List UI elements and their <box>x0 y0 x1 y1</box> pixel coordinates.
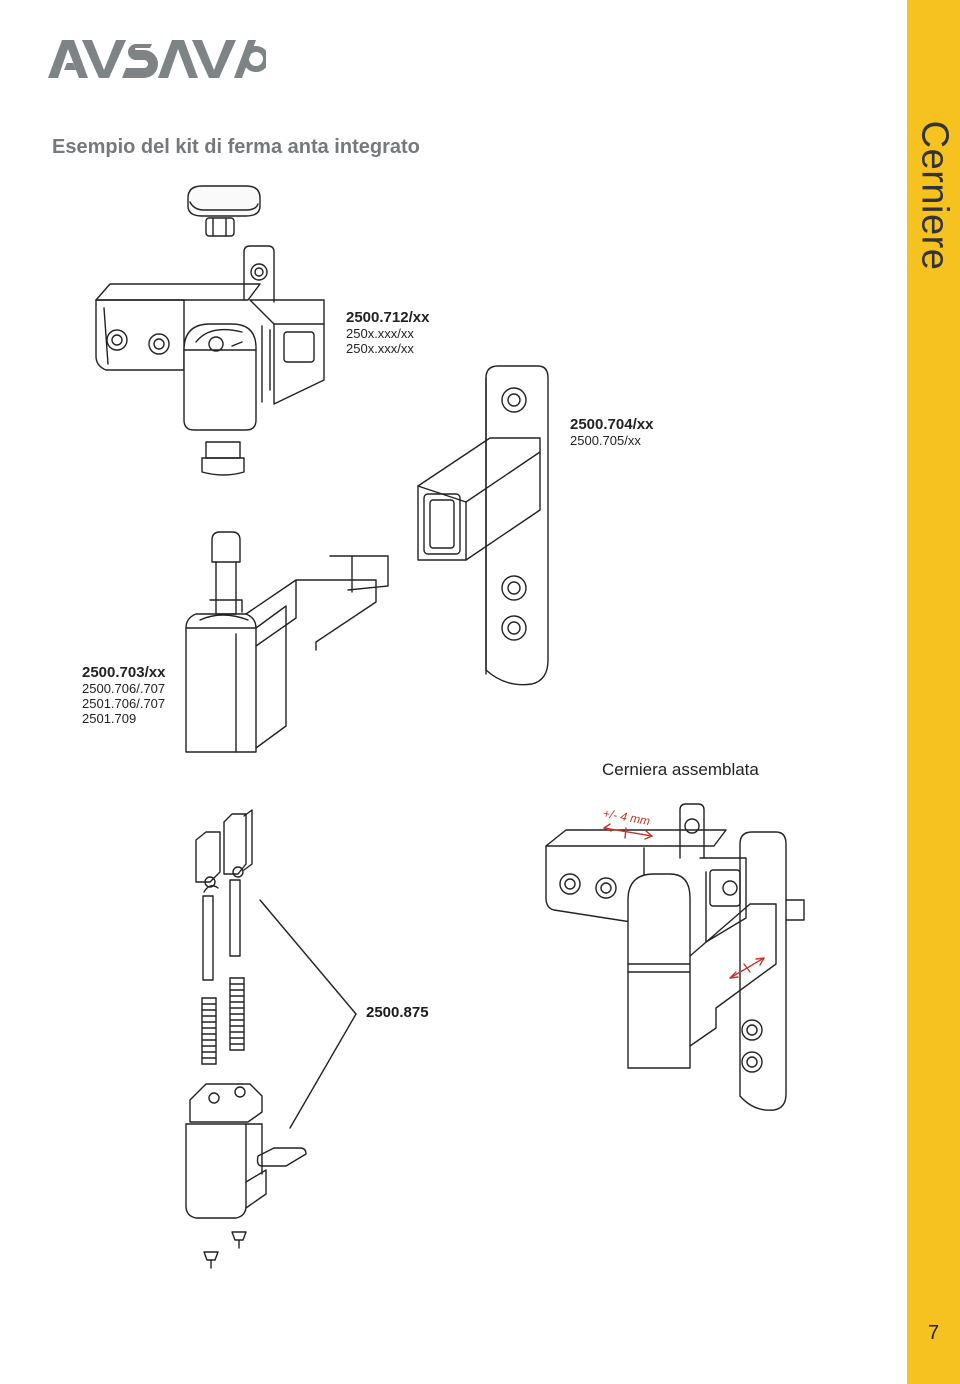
side-section-title: Cerniere <box>907 115 960 275</box>
kit-exploded-drawing <box>185 809 357 1269</box>
part-label-2500-704: 2500.704/xx 2500.705/xx <box>570 416 653 448</box>
side-section-title-text: Cerniere <box>913 120 956 270</box>
part-code-sub: 2501.706/.707 <box>82 696 166 711</box>
part-code-main: 2500.704/xx <box>570 416 654 433</box>
savio-logo <box>48 40 266 78</box>
part-label-2500-712: 2500.712/xx 250x.xxx/xx 250x.xxx/xx <box>346 309 429 356</box>
hinge-pin-part-drawing <box>185 531 389 753</box>
assembled-hinge-drawing <box>545 803 805 1111</box>
part-label-2500-703: 2500.703/xx 2500.706/.707 2501.706/.707 … <box>82 664 165 726</box>
kit-code-label: 2500.875 <box>366 1004 429 1021</box>
page-number: 7 <box>927 1322 940 1344</box>
part-code-sub: 250x.xxx/xx <box>346 326 414 341</box>
part-code-sub: 250x.xxx/xx <box>346 341 414 356</box>
technical-drawings <box>95 185 805 1269</box>
assembled-hinge-caption: Cerniera assemblata <box>602 760 759 779</box>
hinge-top-part-drawing <box>95 185 325 476</box>
part-code-main: 2500.703/xx <box>82 664 166 681</box>
side-color-band <box>907 0 960 1384</box>
part-code-main: 2500.712/xx <box>346 309 430 326</box>
frame-hinge-drawing <box>417 365 549 686</box>
part-code-sub: 2500.706/.707 <box>82 681 166 696</box>
part-code-sub: 2501.709 <box>82 711 137 726</box>
page-heading: Esempio del kit di ferma anta integrato <box>52 136 420 158</box>
part-code-sub: 2500.705/xx <box>570 433 641 448</box>
